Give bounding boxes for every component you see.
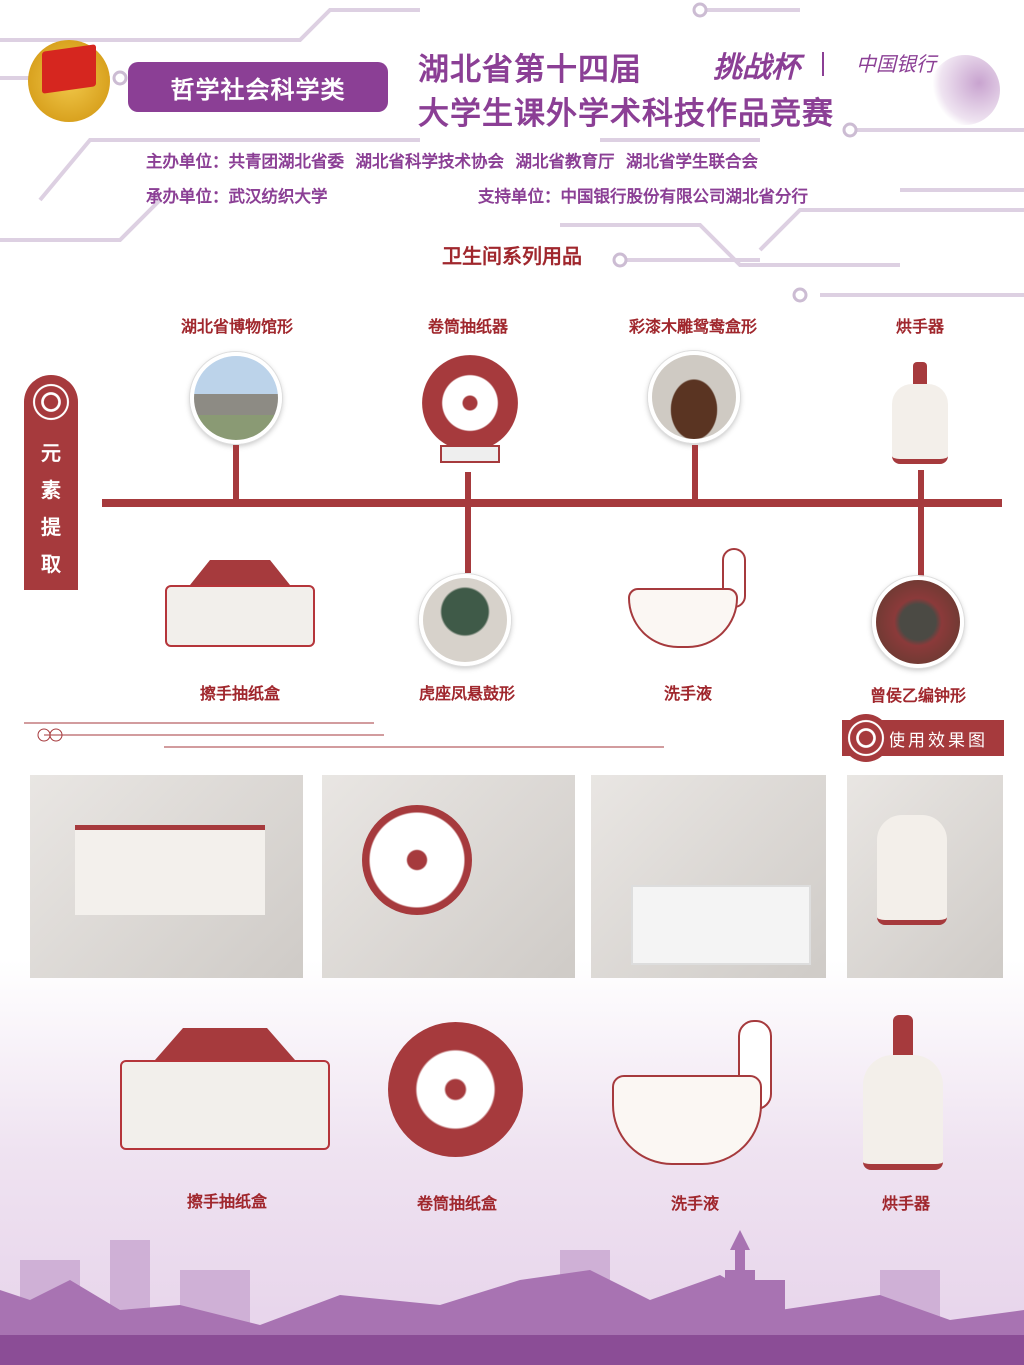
top-item-label: 湖北省博物馆形 xyxy=(180,317,294,336)
towel-box-render xyxy=(165,585,315,647)
youth-league-logo xyxy=(28,40,110,122)
host-label: 承办单位： xyxy=(146,187,229,206)
hand-dryer-render xyxy=(890,362,950,470)
organizers: 共青团湖北省委 湖北省科学技术协会 湖北省教育厅 湖北省学生联合会 xyxy=(228,152,758,171)
effect-badge-label: 使用效果图 xyxy=(888,730,988,751)
connector xyxy=(918,505,924,577)
host: 武汉纺织大学 xyxy=(228,187,328,206)
roll-dispenser-render xyxy=(415,355,525,475)
roll-dispenser-scene xyxy=(322,775,575,978)
product-label: 烘手器 xyxy=(881,1194,931,1213)
connector xyxy=(918,470,924,500)
pattern-medallion-icon xyxy=(27,378,75,426)
bottom-item-label: 曾侯乙编钟形 xyxy=(869,686,967,705)
top-item-label: 卷筒抽纸器 xyxy=(427,317,509,336)
product-label: 卷筒抽纸盒 xyxy=(416,1194,498,1213)
roof-decoration xyxy=(190,560,290,585)
product-label: 擦手抽纸盒 xyxy=(186,1192,268,1211)
circuit-background xyxy=(0,2,1024,303)
connector xyxy=(465,472,471,502)
category-badge: 哲学社会科学类 xyxy=(128,62,388,112)
section-title: 卫生间系列用品 xyxy=(442,244,582,268)
towel-box-product xyxy=(120,1060,330,1150)
duck-box-photo xyxy=(648,351,740,443)
bell-photo xyxy=(872,576,964,668)
soap-dispenser-render xyxy=(628,548,758,658)
host-line: 承办单位：武汉纺织大学 xyxy=(146,183,328,207)
towel-box-scene xyxy=(30,775,303,978)
support-label: 支持单位： xyxy=(478,187,561,206)
title-divider xyxy=(822,52,824,76)
title-line-1: 湖北省第十四届 xyxy=(418,52,642,88)
drum-photo xyxy=(419,574,511,666)
top-item-label: 烘手器 xyxy=(895,317,945,336)
hand-dryer-scene xyxy=(847,775,1003,978)
element-extraction-banner: 元素提取 xyxy=(24,375,78,590)
bottom-item-label: 擦手抽纸盒 xyxy=(199,684,281,703)
organizers-label: 主办单位： xyxy=(146,152,229,171)
roll-dispenser-product xyxy=(388,1022,523,1157)
pattern-medallion-icon xyxy=(842,714,890,762)
top-item-label: 彩漆木雕鸳鸯盒形 xyxy=(628,317,758,336)
banner-char: 元 xyxy=(41,441,61,465)
globe-decoration xyxy=(930,55,1000,125)
support: 中国银行股份有限公司湖北省分行 xyxy=(560,187,809,206)
support-line: 支持单位：中国银行股份有限公司湖北省分行 xyxy=(478,183,808,207)
effect-badge: 使用效果图 xyxy=(842,714,1004,762)
banner-char: 取 xyxy=(41,552,61,576)
timeline-bar xyxy=(102,499,1002,507)
soap-dispenser-scene xyxy=(591,775,826,978)
banner-char: 提 xyxy=(41,515,61,539)
cloud-line-decoration xyxy=(24,722,664,748)
roof-decoration xyxy=(155,1028,295,1060)
cup-name: 挑战杯 xyxy=(713,50,801,84)
bottom-item-label: 洗手液 xyxy=(663,684,713,703)
connector xyxy=(465,505,471,573)
museum-photo xyxy=(190,352,282,444)
connector xyxy=(233,445,239,501)
organizers-line: 主办单位：共青团湖北省委 湖北省科学技术协会 湖北省教育厅 湖北省学生联合会 xyxy=(146,148,758,172)
city-skyline-silhouette xyxy=(0,1230,1024,1365)
bottom-item-label: 虎座凤悬鼓形 xyxy=(418,684,516,703)
product-label: 洗手液 xyxy=(670,1194,720,1213)
connector xyxy=(692,445,698,501)
title-line-2: 大学生课外学术科技作品竞赛 xyxy=(418,96,834,132)
hand-dryer-product xyxy=(860,1015,945,1175)
sponsor-brand: 中国银行 xyxy=(856,52,936,76)
soap-dispenser-product xyxy=(612,1020,787,1170)
banner-char: 素 xyxy=(41,478,61,502)
